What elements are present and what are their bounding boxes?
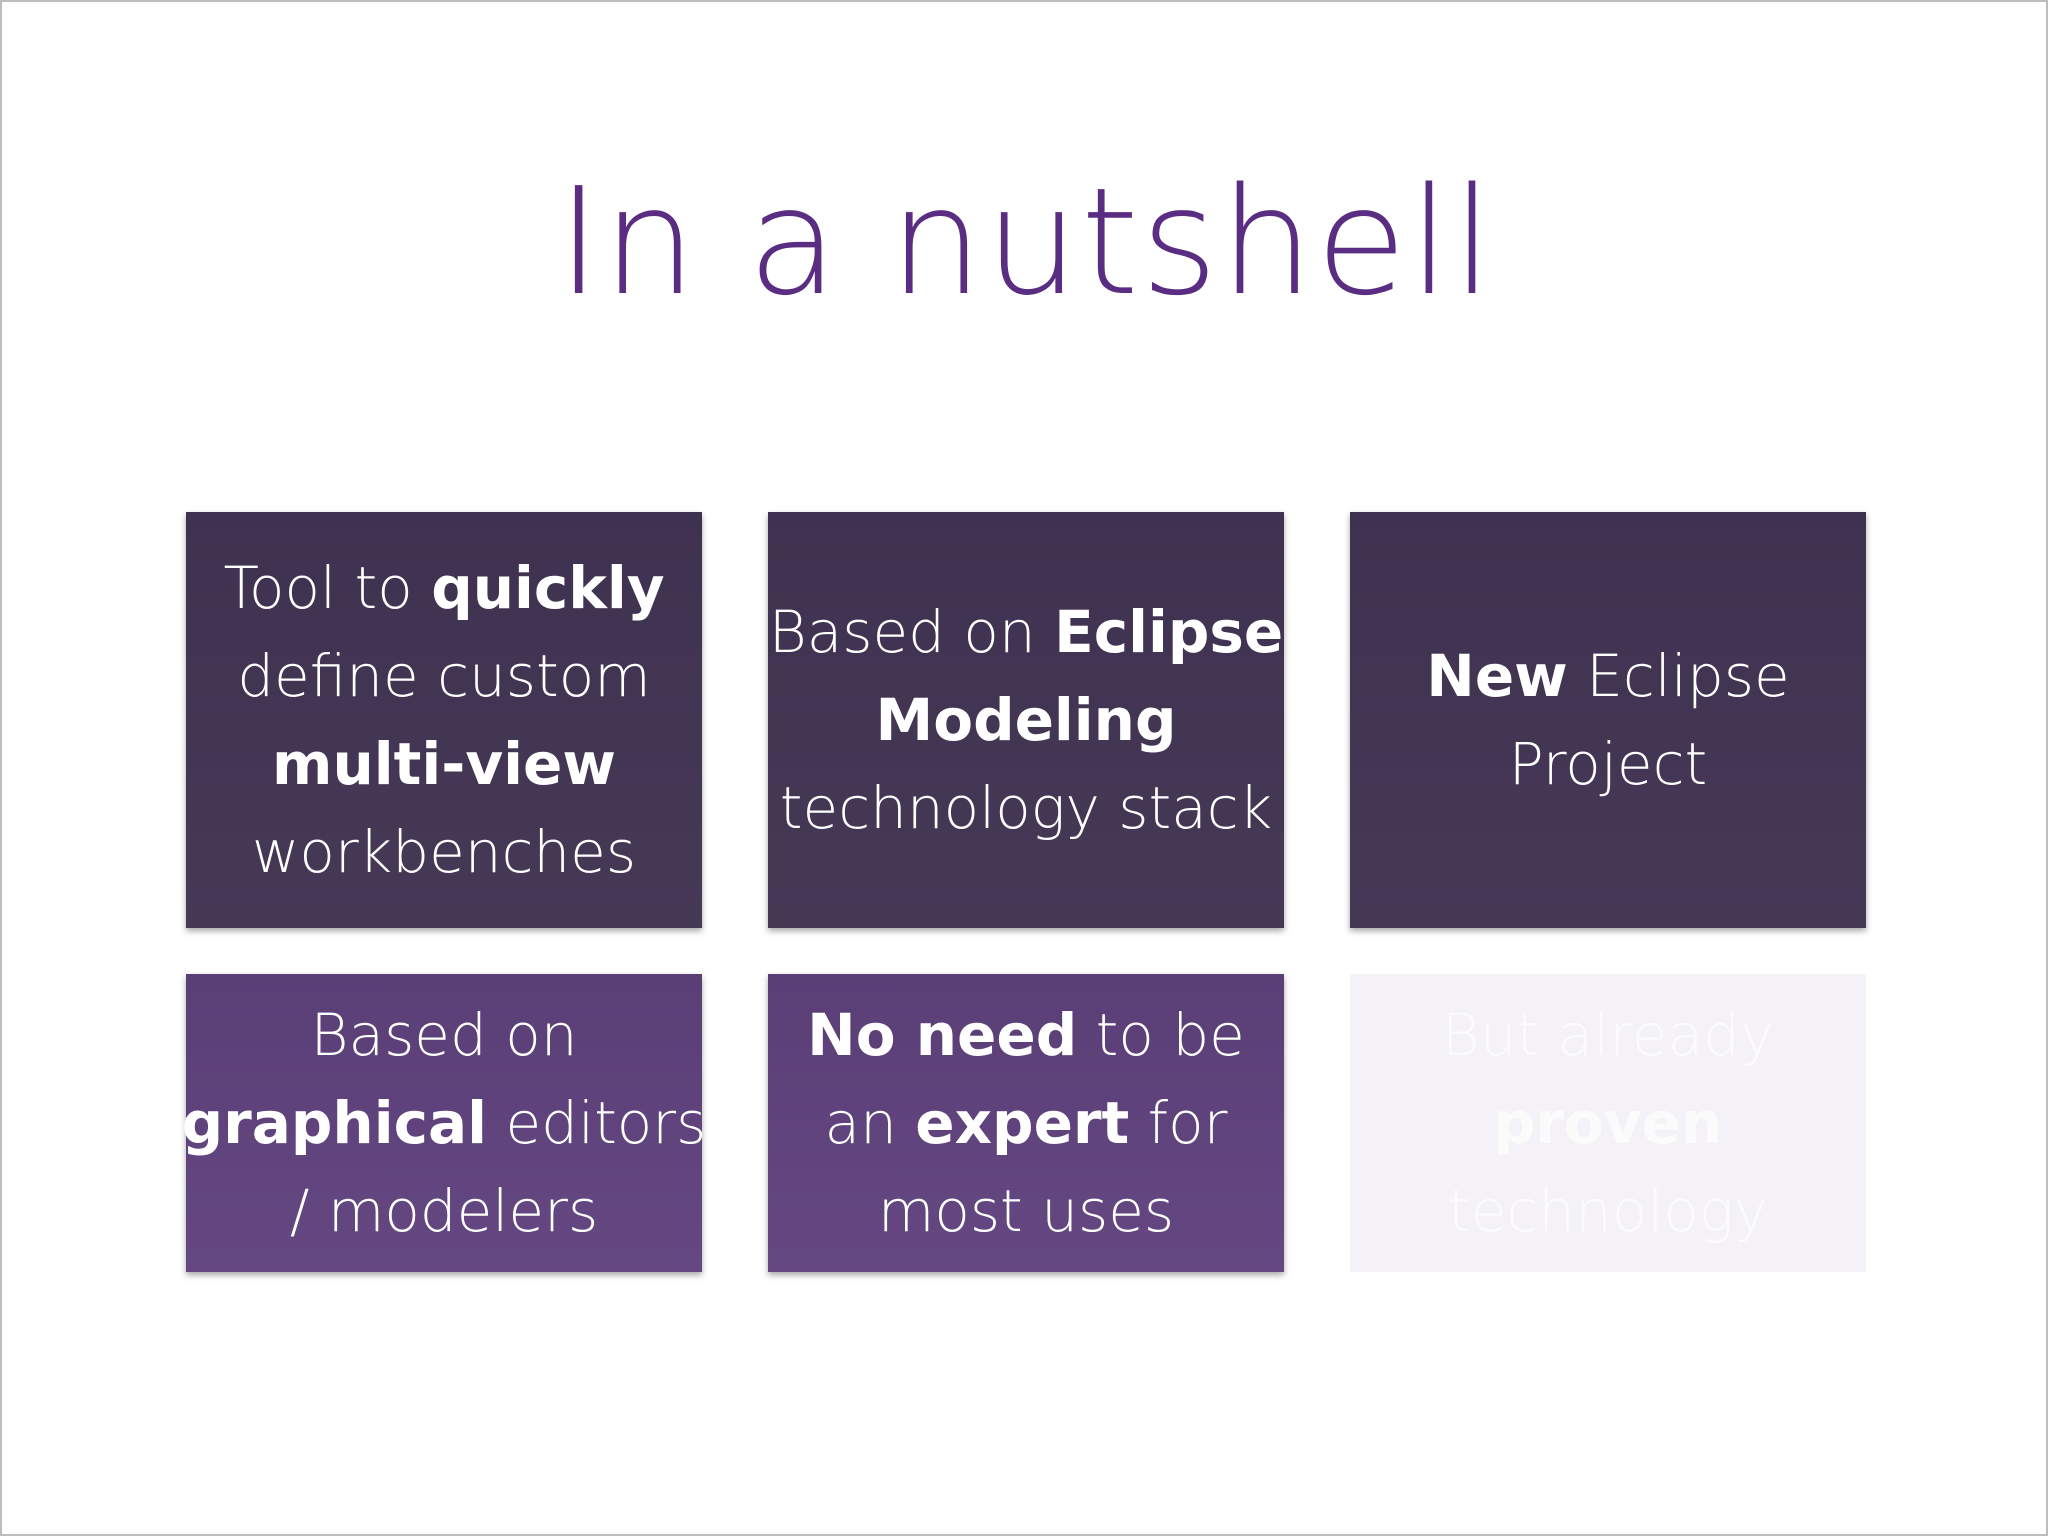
- card-text: Based on: [310, 1001, 578, 1069]
- card-text-bold: proven: [1493, 1089, 1723, 1157]
- card-text-bold: expert: [915, 1089, 1130, 1157]
- card-text: Tool to: [223, 554, 432, 622]
- card-text: workbenches: [251, 818, 637, 886]
- card-proven-technology: But already proven technology: [1350, 974, 1866, 1272]
- card-line: No need to be: [807, 991, 1245, 1079]
- card-text: But already: [1441, 1001, 1775, 1069]
- card-text-bold: quickly: [431, 554, 665, 622]
- card-text: most uses: [877, 1177, 1175, 1245]
- card-new-eclipse-project: New Eclipse Project: [1350, 512, 1866, 928]
- card-text-bold: graphical: [181, 1089, 488, 1157]
- card-eclipse-modeling: Based on Eclipse Modeling technology sta…: [768, 512, 1284, 928]
- slide-title: In a nutshell: [556, 156, 1496, 328]
- card-text: for: [1129, 1089, 1228, 1157]
- card-text: an: [824, 1089, 916, 1157]
- card-line: Modeling: [769, 676, 1284, 764]
- card-graphical-editors: Based on graphical editors / modelers: [182, 974, 706, 1272]
- card-text-bold: No need: [807, 1001, 1078, 1069]
- card-line: an expert for: [807, 1079, 1245, 1167]
- card-text: Project: [1508, 730, 1708, 798]
- card-text: technology: [1447, 1177, 1769, 1245]
- card-text: define custom: [237, 642, 651, 710]
- card-text-bold: Eclipse: [1054, 598, 1284, 666]
- card-text-bold: New: [1426, 642, 1568, 710]
- card-line: most uses: [807, 1167, 1245, 1255]
- card-line: define custom: [223, 632, 664, 720]
- card-line: New Eclipse: [1426, 632, 1789, 720]
- card-no-expert-needed: No need to be an expert for most uses: [768, 974, 1284, 1272]
- card-line: Based on: [182, 991, 707, 1079]
- card-line: Tool to quickly: [223, 544, 664, 632]
- card-line: workbenches: [223, 808, 664, 896]
- card-text: technology stack: [779, 774, 1273, 842]
- card-line: technology: [1442, 1167, 1775, 1255]
- card-line: Project: [1426, 720, 1789, 808]
- card-line: / modelers: [182, 1167, 707, 1255]
- card-text-bold: multi-view: [272, 730, 616, 798]
- card-line: Based on Eclipse: [769, 588, 1284, 676]
- card-text: Based on: [768, 598, 1055, 666]
- card-line: graphical editors: [182, 1079, 707, 1167]
- card-text: Eclipse: [1567, 642, 1790, 710]
- card-text: / modelers: [289, 1177, 599, 1245]
- card-line: technology stack: [769, 764, 1284, 852]
- card-line: But already: [1442, 991, 1775, 1079]
- card-text: editors: [487, 1089, 707, 1157]
- card-quick-workbenches: Tool to quickly define custom multi-view…: [186, 512, 702, 928]
- card-line: multi-view: [223, 720, 664, 808]
- card-text-bold: Modeling: [875, 686, 1177, 754]
- card-line: proven: [1442, 1079, 1775, 1167]
- card-text: to be: [1077, 1001, 1245, 1069]
